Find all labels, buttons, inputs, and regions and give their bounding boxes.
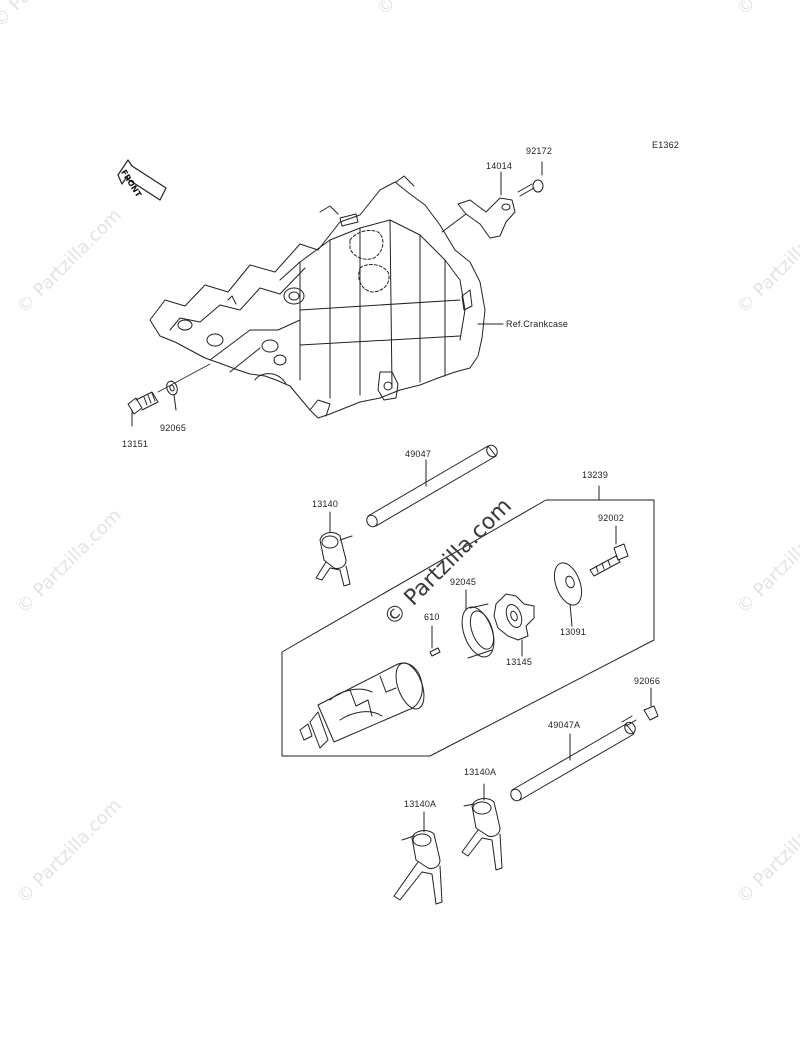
part-label-92172[interactable]: 92172 (526, 146, 553, 156)
shift-cam-13145 (493, 593, 535, 657)
drum-assembly-box-13239 (281, 485, 655, 757)
diagram-code: E1362 (652, 140, 680, 150)
bolt-92172 (517, 161, 544, 197)
part-label-49047A[interactable]: 49047A (548, 720, 581, 730)
bracket-14014 (441, 171, 516, 239)
bearing-92045 (461, 589, 495, 659)
ref-crankcase-label: Ref.Crankcase (506, 319, 569, 329)
part-label-92066[interactable]: 92066 (634, 676, 661, 686)
part-label-92065[interactable]: 92065 (160, 423, 187, 433)
shift-fork-13140A-right (461, 783, 503, 871)
part-label-49047[interactable]: 49047 (405, 449, 432, 459)
shift-fork-13140 (315, 511, 353, 587)
part-label-13140[interactable]: 13140 (312, 499, 339, 509)
bolt-92002 (589, 525, 629, 577)
part-label-14014[interactable]: 14014 (486, 161, 513, 171)
part-label-610[interactable]: 610 (424, 612, 440, 622)
part-label-13140A-left[interactable]: 13140A (404, 799, 437, 809)
washer-13091 (553, 562, 583, 627)
cap-92066 (643, 687, 659, 721)
part-label-13145[interactable]: 13145 (506, 657, 533, 667)
part-label-92002[interactable]: 92002 (598, 513, 625, 523)
crankcase-outline (149, 175, 486, 419)
shaft-49047 (366, 444, 498, 528)
part-label-13239[interactable]: 13239 (582, 470, 609, 480)
washer-92065 (166, 380, 178, 411)
part-label-13151[interactable]: 13151 (122, 439, 149, 449)
neutral-switch-13151 (127, 363, 211, 427)
shift-fork-13140A-left (393, 811, 443, 905)
part-label-13140A-right[interactable]: 13140A (464, 767, 497, 777)
shaft-49047A (510, 715, 637, 802)
pin-610 (429, 625, 441, 657)
part-label-92045[interactable]: 92045 (450, 577, 477, 587)
part-label-13091[interactable]: 13091 (560, 627, 587, 637)
shift-drum (299, 662, 425, 749)
front-arrow-icon (117, 159, 167, 201)
